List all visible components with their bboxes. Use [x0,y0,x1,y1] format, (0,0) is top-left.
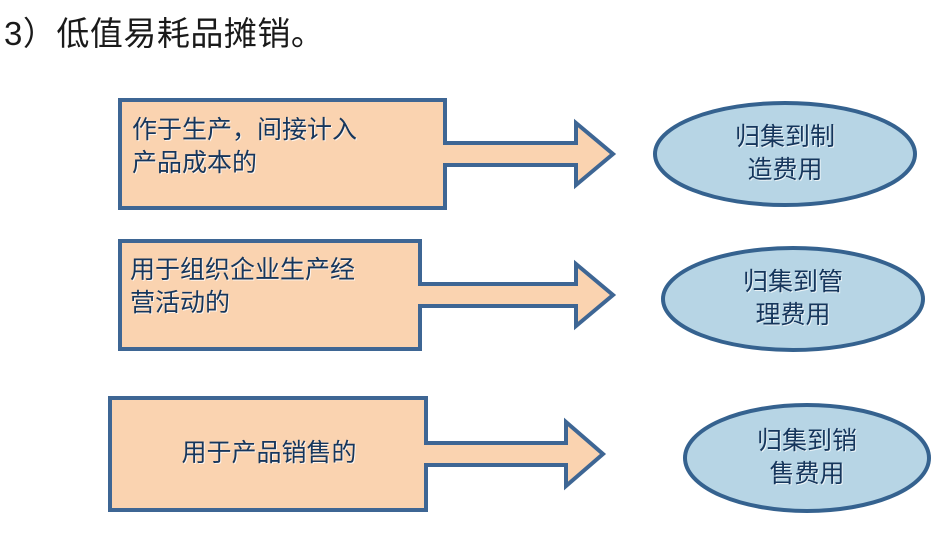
source-box-label-3: 用于产品销售的 [181,440,357,467]
ellipse-path-3 [683,403,931,513]
target-ellipse-label-1: 归集到制 造费用 [734,124,835,184]
ellipse-path-1 [653,101,917,207]
source-box-with-arrow-3[interactable] [108,396,607,512]
pentagon-arrow-path-3 [108,396,607,512]
source-box-with-arrow-1[interactable] [118,98,617,210]
ellipse-path-2 [661,246,925,352]
target-ellipse-label-2: 归集到管 理费用 [742,269,843,329]
target-ellipse-2[interactable]: 归集到管 理费用 [660,245,926,353]
pentagon-arrow-path-2 [118,239,617,351]
target-ellipse-1[interactable]: 归集到制 造费用 [652,100,918,208]
page-title: 3）低值易耗品摊销。 [4,15,325,52]
source-box-label-2: 用于组织企业生产经 营活动的 [130,257,356,317]
target-ellipse-3[interactable]: 归集到销 售费用 [682,402,932,514]
source-box-with-arrow-2[interactable] [118,239,617,351]
source-box-label-1: 作于生产，间接计入 产品成本的 [132,117,358,177]
pentagon-arrow-path-1 [118,98,617,210]
target-ellipse-label-3: 归集到销 售费用 [756,428,857,488]
